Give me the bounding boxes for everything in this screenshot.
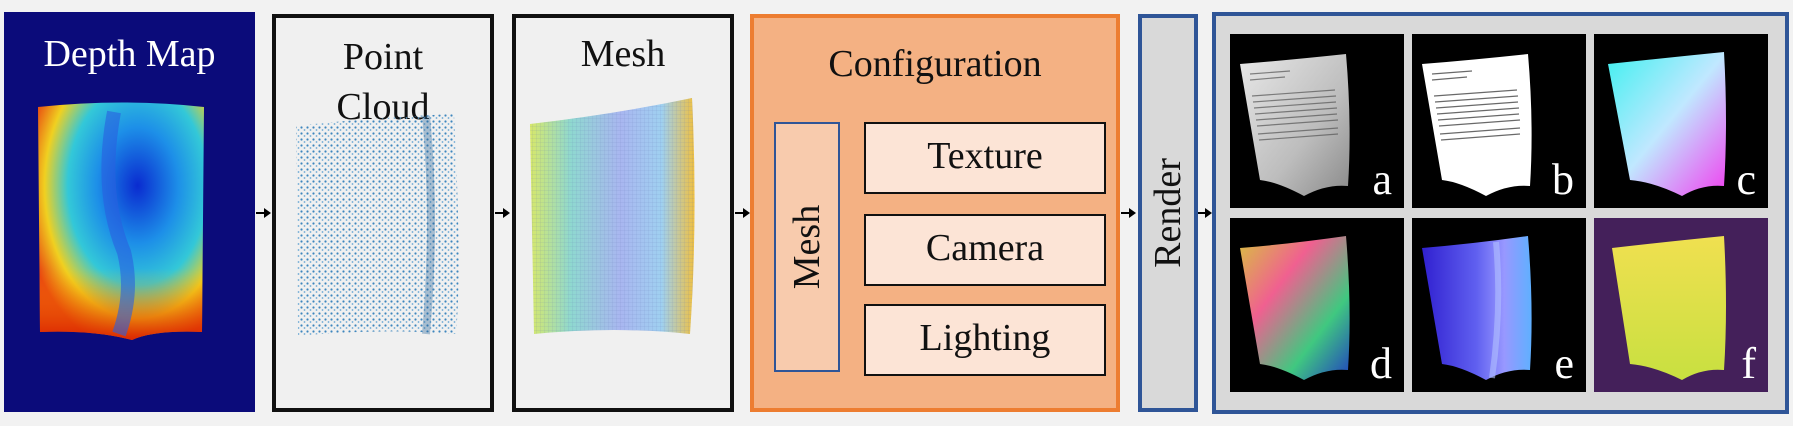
output-tile-c: c bbox=[1594, 34, 1768, 208]
point-cloud-panel: Point Cloud bbox=[272, 14, 494, 412]
texture-box: Texture bbox=[864, 122, 1106, 194]
camera-box: Camera bbox=[864, 214, 1106, 286]
configuration-mesh-label: Mesh bbox=[786, 204, 828, 290]
render-outputs-panel: a b c d bbox=[1212, 12, 1789, 414]
lighting-box: Lighting bbox=[864, 304, 1106, 376]
tile-label-a: a bbox=[1372, 155, 1392, 204]
output-tile-e: e bbox=[1412, 218, 1586, 392]
tile-label-d: d bbox=[1370, 339, 1392, 388]
configuration-mesh-box: Mesh bbox=[774, 122, 840, 372]
arrow-right-icon bbox=[256, 208, 271, 218]
output-tile-f: f bbox=[1594, 218, 1768, 392]
mask-image bbox=[1612, 236, 1726, 380]
arrow-right-icon bbox=[735, 208, 750, 218]
tile-label-f: f bbox=[1741, 339, 1756, 388]
arrow-right-icon bbox=[495, 208, 510, 218]
mesh-image bbox=[530, 98, 695, 334]
depth-map-panel: Depth Map bbox=[4, 12, 255, 412]
document-photo-image bbox=[1240, 54, 1350, 196]
render-panel: Render bbox=[1138, 14, 1198, 412]
output-tile-b: b bbox=[1412, 34, 1586, 208]
arrow-right-icon bbox=[1121, 208, 1136, 218]
output-tile-a: a bbox=[1230, 34, 1404, 208]
configuration-title: Configuration bbox=[828, 43, 1042, 85]
normal-map-image bbox=[1240, 236, 1350, 380]
shading-image bbox=[1422, 236, 1532, 380]
depth-map-image bbox=[38, 102, 204, 340]
mesh-title: Mesh bbox=[580, 33, 666, 75]
point-cloud-image bbox=[296, 114, 459, 336]
configuration-panel: Configuration Mesh Texture Camera Lighti… bbox=[750, 14, 1120, 412]
arrow-right-icon bbox=[1198, 208, 1212, 218]
tile-label-b: b bbox=[1552, 155, 1574, 204]
render-label: Render bbox=[1147, 158, 1189, 268]
uv-map-image bbox=[1608, 52, 1726, 196]
mesh-panel: Mesh bbox=[512, 14, 734, 412]
point-cloud-title-line1: Point bbox=[342, 36, 424, 78]
document-albedo-image bbox=[1422, 54, 1532, 196]
output-tile-d: d bbox=[1230, 218, 1404, 392]
depth-map-title: Depth Map bbox=[43, 33, 216, 75]
tile-label-e: e bbox=[1554, 339, 1574, 388]
tile-label-c: c bbox=[1736, 155, 1756, 204]
